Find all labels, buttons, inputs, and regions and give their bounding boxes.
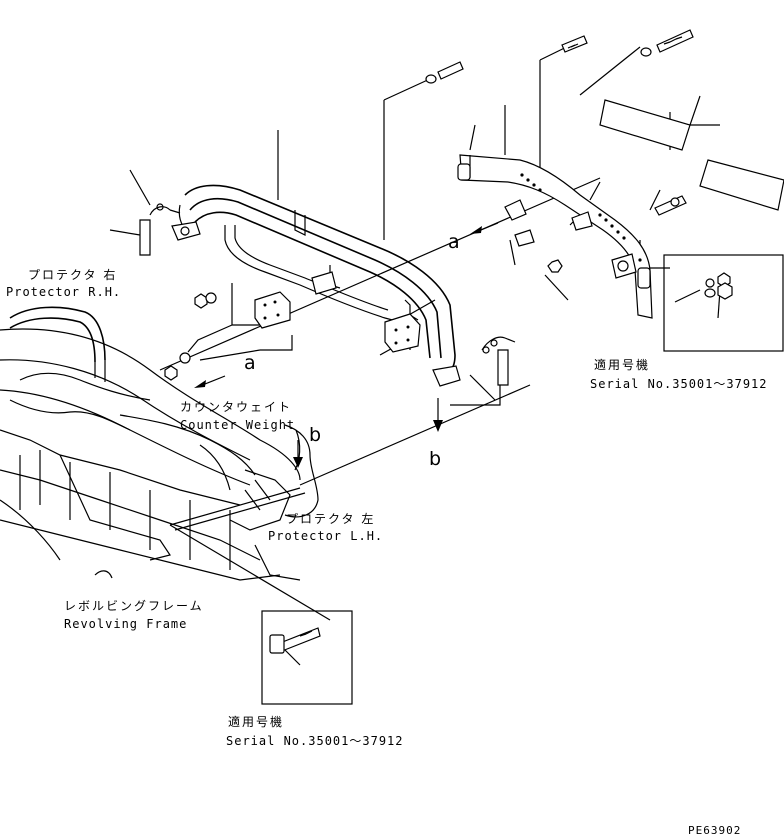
counter-weight-label-jp: カウンタウェイト <box>180 400 293 414</box>
serial-label-upper: Serial No.35001～37912 <box>590 377 768 391</box>
serial-label-lower: Serial No.35001～37912 <box>226 734 404 748</box>
revolving-frame-label-jp: レボルビングフレーム <box>64 599 204 613</box>
protector-lh-label-jp: プロテクタ 左 <box>286 512 376 526</box>
protector-rh-label-en: Protector R.H. <box>6 285 122 299</box>
mounting-bracket-drawing <box>457 154 653 319</box>
applicable-label-upper: 適用号機 <box>594 358 651 372</box>
counter-weight-label-en: Counter Weight <box>180 418 296 432</box>
drawing-code: PE63902 <box>688 824 742 837</box>
reference-a-lower: a <box>244 352 256 374</box>
protector-lh-label-en: Protector L.H. <box>268 529 384 543</box>
direction-arrows <box>194 222 499 468</box>
revolving-frame-label-en: Revolving Frame <box>64 617 188 631</box>
hardware-drawing <box>139 29 784 386</box>
protector-rh-label-jp: プロテクタ 右 <box>28 268 118 282</box>
detail-box-lower <box>261 610 353 705</box>
revolving-frame-drawing <box>0 328 301 581</box>
detail-box-upper-right <box>663 254 784 352</box>
protector-lh-drawing <box>169 424 319 531</box>
reference-b-right: b <box>429 448 442 470</box>
protector-rh-drawing <box>9 306 106 382</box>
reference-a-upper: a <box>448 231 460 253</box>
guard-bumper-drawing <box>171 184 461 387</box>
reference-b-left: b <box>309 424 322 446</box>
applicable-label-lower: 適用号機 <box>228 715 285 729</box>
